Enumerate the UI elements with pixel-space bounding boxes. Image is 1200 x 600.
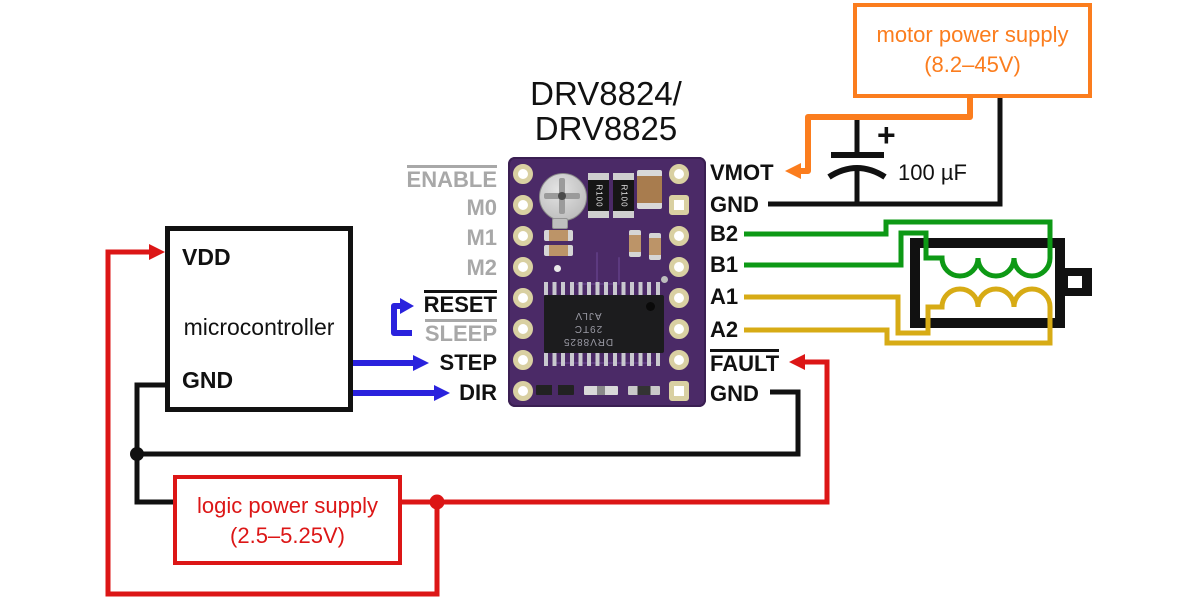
- pin-label-sleep: SLEEP: [424, 319, 497, 346]
- ic-pins-top: [544, 282, 664, 295]
- driver-board: R100 R100 DRV8825 29TC AJLV: [508, 157, 706, 407]
- capacitor-value-label: 100 µF: [898, 160, 967, 185]
- title-line2: DRV8825: [534, 110, 678, 147]
- pad-gnd-bottom: [669, 381, 689, 401]
- gnd-junction-dot: [130, 447, 144, 461]
- wire-driver-gnd-bus: [137, 389, 801, 457]
- motor-shaft-notch: [1068, 276, 1082, 288]
- pad-b2: [669, 226, 689, 246]
- smd-capacitor: [637, 170, 662, 209]
- pin-label-reset: RESET: [423, 290, 497, 317]
- pad-m2: [513, 257, 533, 277]
- motor-body: [910, 238, 1065, 328]
- pin-label-enable: ENABLE: [406, 165, 497, 192]
- smd-resistor: [629, 230, 641, 257]
- pin-label-a1: A1: [710, 284, 739, 309]
- smd-component: [536, 385, 574, 395]
- pad-m0: [513, 195, 533, 215]
- pad-enable: [513, 164, 533, 184]
- vmot-arrowhead: [785, 163, 801, 179]
- vdd-arrowhead: [149, 244, 165, 260]
- sense-resistor-1: R100: [588, 173, 609, 218]
- pin-label-gnd-bottom: GND: [710, 381, 759, 406]
- smd-resistor: [544, 245, 573, 256]
- pin-label-dir: DIR: [459, 380, 497, 405]
- wire-b2: [744, 219, 1053, 258]
- pad-step: [513, 350, 533, 370]
- pin-label-b2: B2: [710, 221, 739, 246]
- wire-b1-coil: [744, 230, 1053, 279]
- logic-power-supply-box: logic power supply (2.5–5.25V): [173, 475, 402, 565]
- pad-dir: [513, 381, 533, 401]
- wire-gnd-motor-supply: [768, 96, 1003, 207]
- drv8825-chip: DRV8825 29TC AJLV: [544, 295, 664, 353]
- motor-supply-voltage: (8.2–45V): [924, 52, 1021, 77]
- pad-vmot: [669, 164, 689, 184]
- pad-b1: [669, 257, 689, 277]
- pad-sleep: [513, 319, 533, 339]
- wire-a2: [744, 307, 1053, 346]
- pin-label-gnd-top: GND: [710, 192, 759, 217]
- pad-m1: [513, 226, 533, 246]
- smd-component: [584, 386, 618, 395]
- pin-label-fault: FAULT: [710, 349, 780, 376]
- ic-pins-bottom: [544, 353, 664, 366]
- sense-resistor-2: R100: [613, 173, 634, 218]
- wire-logic-vdd: [105, 249, 440, 597]
- pin-label-m0: M0: [466, 195, 497, 220]
- via-dot: [554, 265, 561, 272]
- smd-resistor: [649, 233, 661, 260]
- pin1-dot: [646, 302, 655, 311]
- logic-supply-voltage: (2.5–5.25V): [230, 523, 345, 548]
- smd-component: [628, 386, 660, 395]
- logic-junction-dot: [429, 494, 445, 510]
- wire-logic-to-fault: [400, 359, 830, 505]
- smd-resistor: [544, 230, 573, 241]
- micro-gnd-label: GND: [182, 367, 234, 393]
- wire-a1-coil: [744, 286, 1053, 336]
- pad-a1: [669, 288, 689, 308]
- wire-sleep-reset-jumper: [391, 303, 412, 336]
- motor-power-supply-box: motor power supply (8.2–45V): [853, 3, 1092, 98]
- micro-vdd-label: VDD: [182, 244, 231, 270]
- micro-name-label: microcontroller: [183, 314, 335, 340]
- fault-arrowhead: [789, 354, 805, 370]
- step-arrowhead: [413, 355, 429, 371]
- motor-supply-label: motor power supply: [876, 22, 1069, 47]
- pin-label-m2: M2: [466, 255, 497, 280]
- diagram-title: DRV8824/ DRV8825: [494, 76, 718, 146]
- capacitor-polarity-sign: +: [877, 117, 896, 153]
- via-dot: [661, 276, 668, 283]
- pad-reset: [513, 288, 533, 308]
- reset-arrowhead: [400, 298, 414, 314]
- pot-tab: [552, 218, 568, 229]
- pot-center: [558, 192, 566, 200]
- pad-gnd-top: [669, 195, 689, 215]
- pad-fault: [669, 350, 689, 370]
- pcb-trace: [618, 257, 620, 285]
- wire-vmot: [801, 96, 973, 174]
- pcb-trace: [596, 252, 598, 284]
- dir-arrowhead: [434, 385, 450, 401]
- capacitor-negative-plate: [827, 165, 887, 180]
- title-line1: DRV8824/: [530, 75, 682, 112]
- microcontroller-box: VDD microcontroller GND: [165, 226, 353, 412]
- pad-a2: [669, 319, 689, 339]
- pin-label-m1: M1: [466, 225, 497, 250]
- logic-supply-label: logic power supply: [197, 493, 378, 518]
- wire-micro-gnd-to-logic-supply: [134, 382, 176, 505]
- pin-label-vmot: VMOT: [710, 160, 774, 185]
- pin-label-a2: A2: [710, 317, 739, 342]
- pin-label-b1: B1: [710, 252, 739, 277]
- pin-label-step: STEP: [439, 350, 497, 375]
